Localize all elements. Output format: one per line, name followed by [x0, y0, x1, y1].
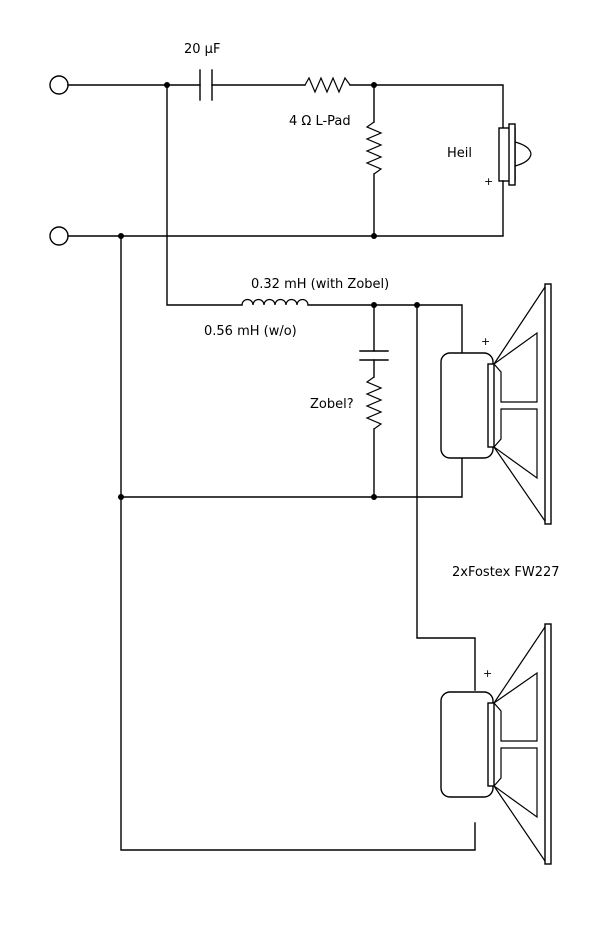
tweeter-heil	[498, 123, 532, 186]
zobel-network	[359, 304, 389, 498]
lpad-label: 4 Ω L-Pad	[289, 114, 351, 129]
zobel-label: Zobel?	[310, 397, 354, 412]
capacitor-20uf-label: 20 μF	[184, 42, 220, 57]
inductor-label-with-zobel: 0.32 mH (with Zobel)	[251, 277, 389, 292]
woofer-bottom	[440, 623, 552, 865]
junction-ground-lpad	[371, 233, 377, 239]
junction-woofer-parallel	[414, 302, 420, 308]
junction-ground-left	[118, 233, 124, 239]
inductor-label-without: 0.56 mH (w/o)	[204, 324, 297, 339]
tweeter-label: Heil	[447, 146, 472, 161]
capacitor-20uf	[199, 69, 213, 101]
tweeter-polarity: +	[484, 175, 493, 188]
lpad-shunt-resistor	[365, 84, 383, 237]
input-terminal-negative	[49, 226, 69, 246]
woofers-label: 2xFostex FW227	[452, 565, 560, 580]
input-terminal-positive	[49, 75, 69, 95]
lpad-series-resistor	[304, 76, 351, 94]
junction-ground-woofer	[118, 494, 124, 500]
wire-ground-rail	[67, 180, 504, 851]
woofer-top	[440, 283, 552, 525]
wire-woofer-feed	[166, 84, 476, 691]
woofer-top-polarity: +	[481, 335, 490, 348]
inductor	[241, 298, 309, 306]
woofer-bottom-polarity: +	[483, 667, 492, 680]
wire-top-rail	[67, 84, 504, 131]
